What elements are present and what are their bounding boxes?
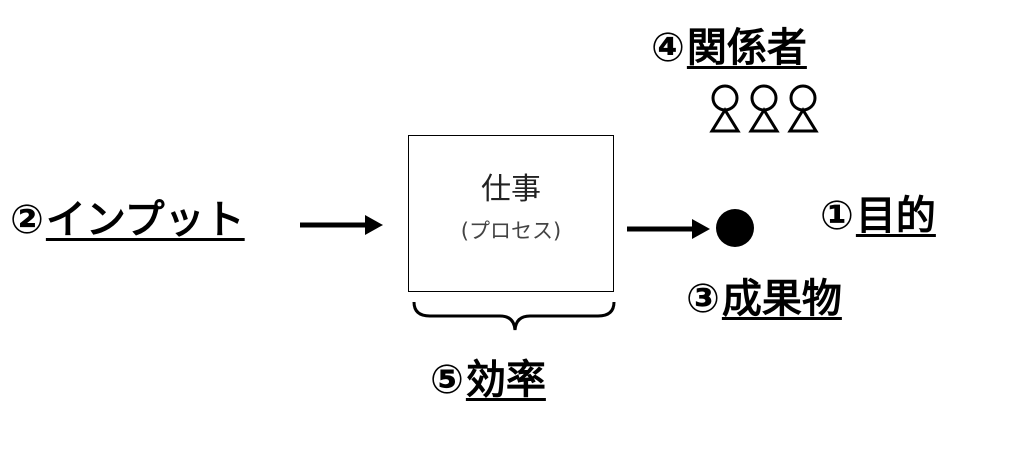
output-label: ③成果物 <box>686 275 842 323</box>
process-title: 仕事 <box>481 172 541 207</box>
input-label: ②インプット <box>10 196 245 244</box>
efficiency-number: ⑤ <box>430 357 464 403</box>
output-arrow-icon <box>627 219 710 239</box>
efficiency-text: 効率 <box>465 357 546 403</box>
input-text: インプット <box>45 197 245 243</box>
input-number: ② <box>10 197 44 243</box>
efficiency-brace-icon <box>412 301 616 331</box>
process-box: 仕事 (プロセス) <box>408 135 614 292</box>
result-dot-icon <box>716 209 754 247</box>
output-text: 成果物 <box>721 276 842 322</box>
purpose-text: 目的 <box>855 193 936 239</box>
process-subtitle: (プロセス) <box>460 219 562 243</box>
output-number: ③ <box>686 276 720 322</box>
stakeholder-person-icon <box>748 84 780 133</box>
stakeholder-person-icon <box>709 84 741 133</box>
stakeholders-label: ④関係者 <box>651 24 807 72</box>
input-arrow-icon <box>300 215 383 235</box>
stakeholders-number: ④ <box>651 25 685 71</box>
purpose-number: ① <box>820 193 854 239</box>
stakeholder-person-icon <box>787 84 819 133</box>
efficiency-label: ⑤効率 <box>430 356 546 404</box>
stakeholders-text: 関係者 <box>686 25 807 71</box>
purpose-label: ①目的 <box>820 192 936 240</box>
